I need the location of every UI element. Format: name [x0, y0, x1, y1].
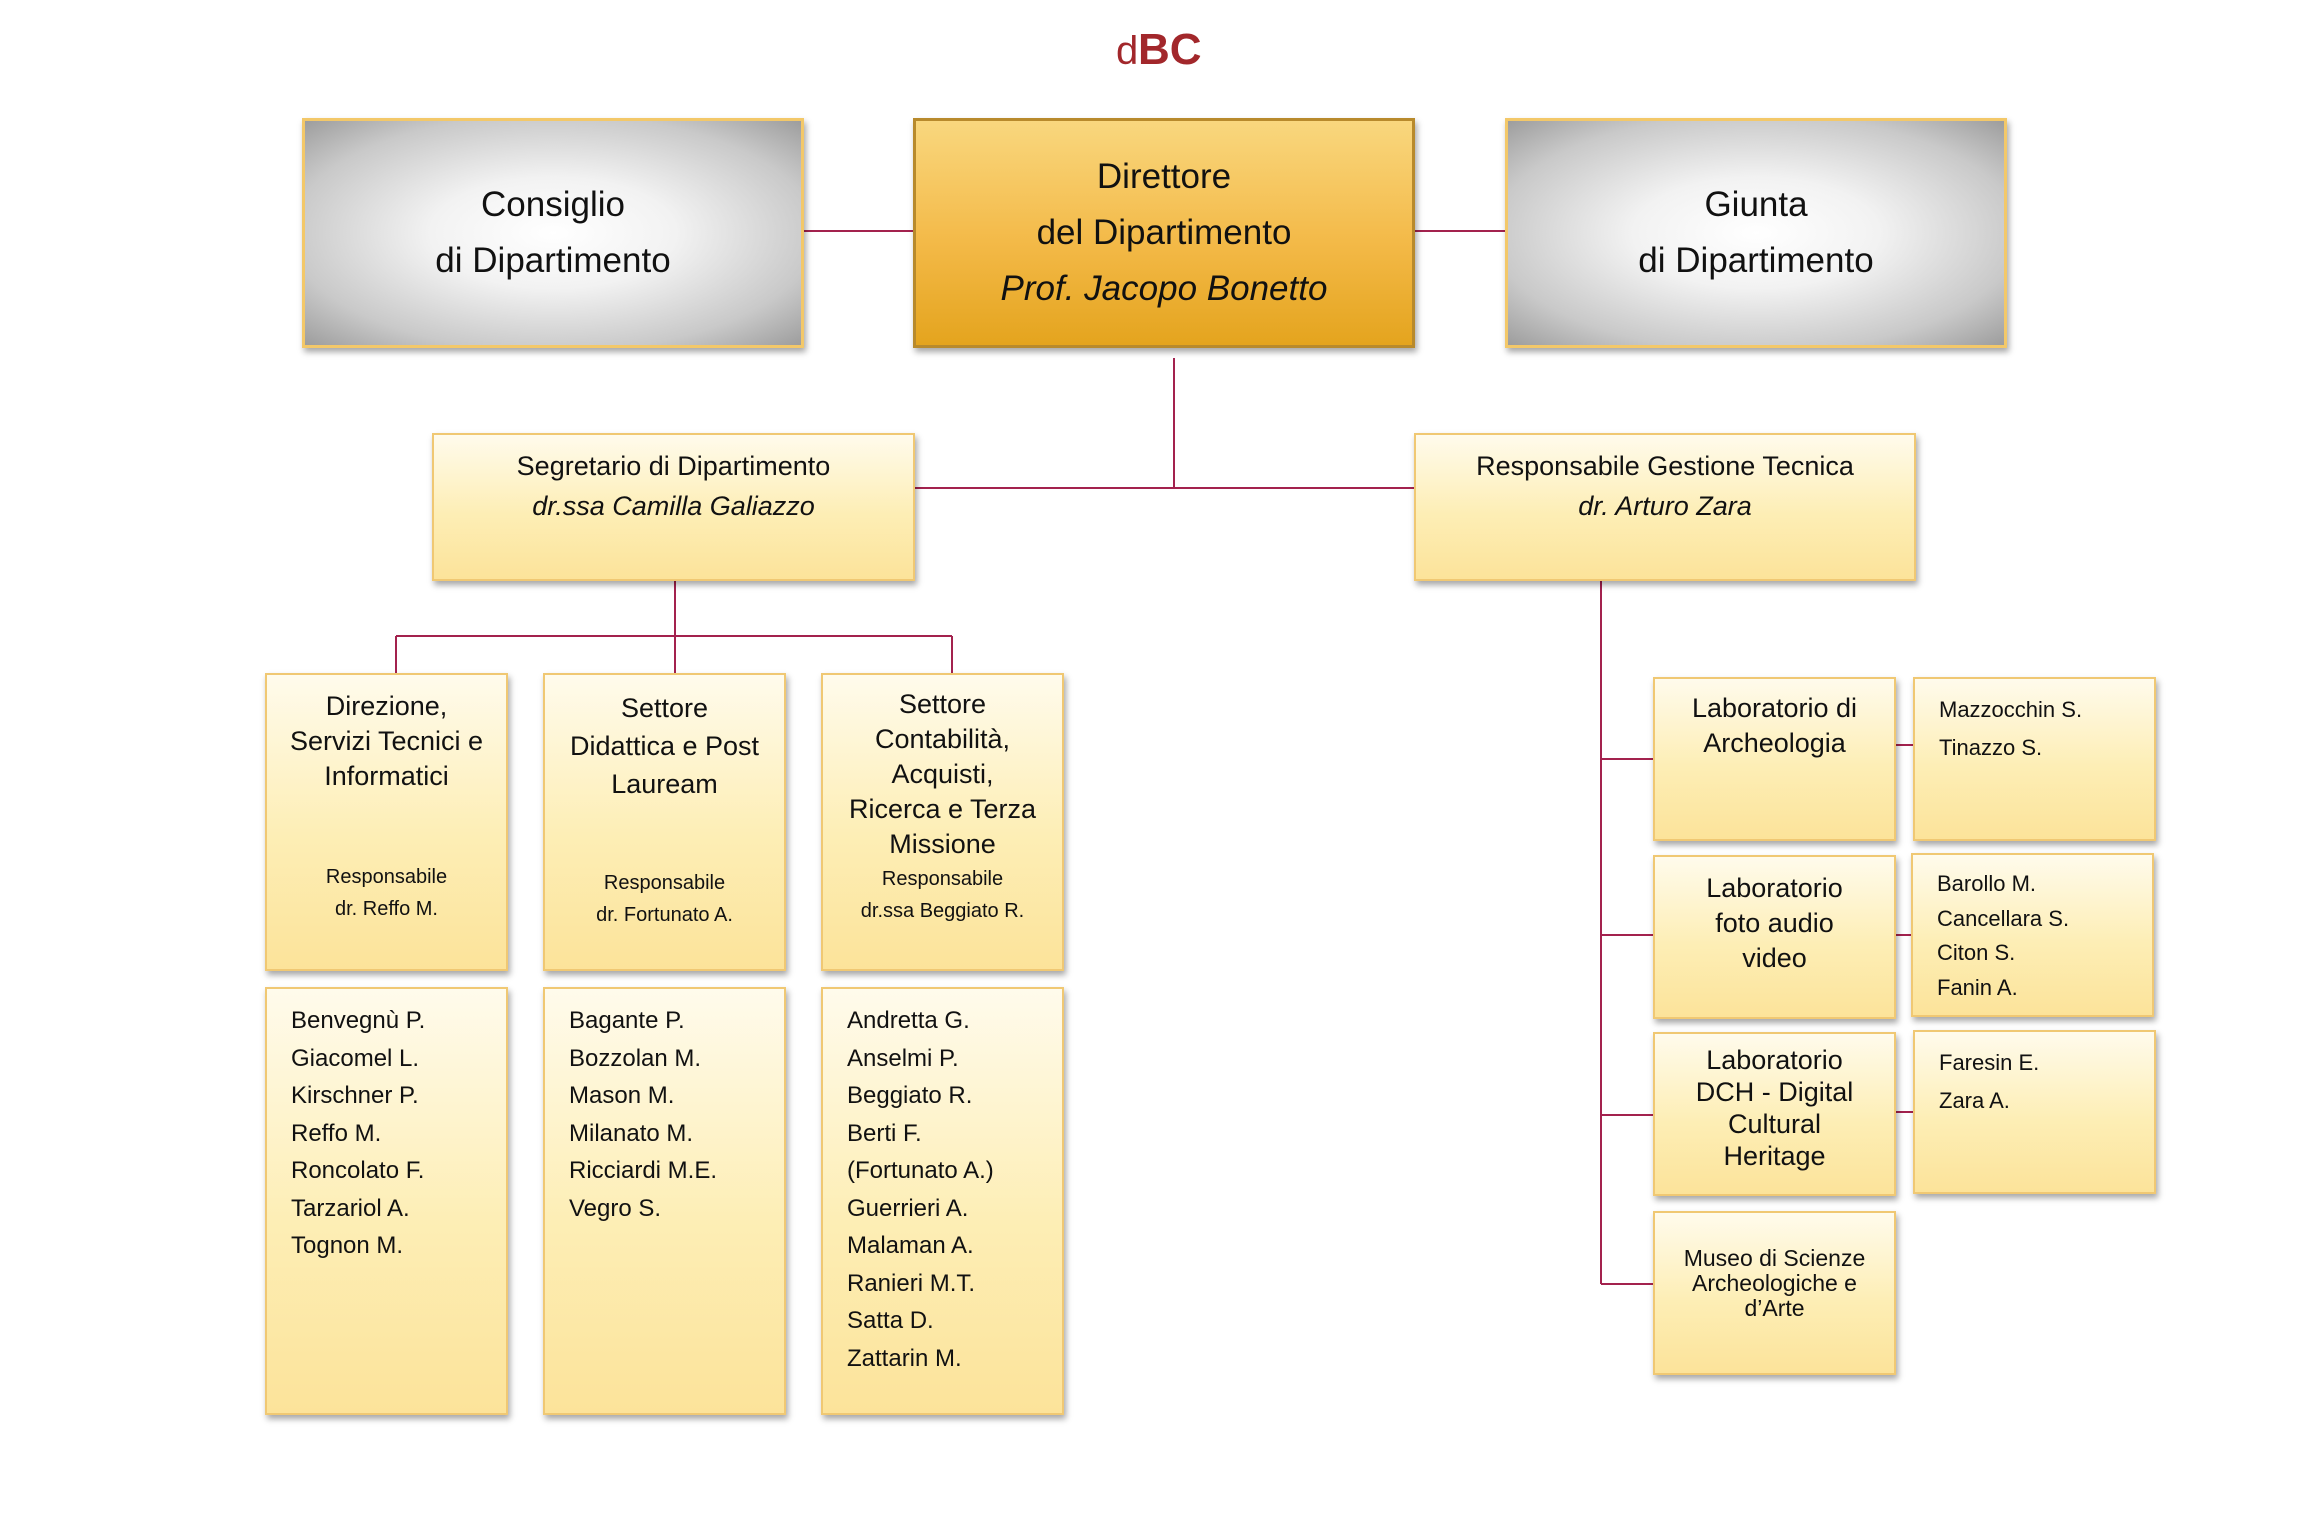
- staff-name: Giacomel L.: [291, 1044, 420, 1072]
- staff-name: Bagante P.: [569, 1007, 685, 1034]
- staff-name: Guerrieri A.: [847, 1194, 969, 1222]
- segretario-box: Segretario di Dipartimento dr.ssa Camill…: [432, 433, 915, 581]
- staff-name: Citon S.: [1937, 940, 2016, 965]
- staff-name: Beggiato R.: [847, 1082, 973, 1109]
- segretario-name: dr.ssa Camilla Galiazzo: [532, 491, 815, 521]
- sector1-staff-box: Benvegnù P. Giacomel L. Kirschner P. Ref…: [265, 987, 508, 1415]
- sector3-title-5: Missione: [889, 829, 996, 859]
- lab3-title-2: DCH - Digital: [1695, 1077, 1854, 1107]
- staff-name: Faresin E.: [1939, 1050, 2040, 1075]
- lab1-title-1: Laboratorio di: [1691, 693, 1858, 723]
- sector3-staff-box: Andretta G. Anselmi P. Beggiato R. Berti…: [821, 987, 1064, 1415]
- sector3-title-4: Ricerca e Terza: [848, 794, 1037, 824]
- lab-box-dch: Laboratorio DCH - Digital Cultural Herit…: [1653, 1032, 1896, 1196]
- staff-name: Zattarin M.: [847, 1344, 962, 1372]
- staff-name: Andretta G.: [847, 1007, 970, 1034]
- museo-box: Museo di Scienze Archeologiche e d’Arte: [1653, 1211, 1896, 1375]
- logo-d: d: [1116, 29, 1138, 73]
- sector2-title-2: Didattica e Post: [569, 731, 760, 761]
- lab-box-foto-audio-video: Laboratorio foto audio video: [1653, 855, 1896, 1019]
- segretario-title: Segretario di Dipartimento: [516, 451, 831, 481]
- lab3-staff-box: Faresin E. Zara A.: [1913, 1030, 2156, 1194]
- consiglio-line-1: Consiglio: [481, 185, 625, 224]
- staff-name: Zara A.: [1939, 1088, 2010, 1113]
- staff-name: Ricciardi M.E.: [569, 1157, 718, 1184]
- staff-name: Tarzariol A.: [291, 1194, 410, 1222]
- sector2-resp-label: Responsabile: [603, 872, 726, 894]
- lab2-title-3: video: [1742, 943, 1807, 973]
- direttore-name: Prof. Jacopo Bonetto: [1000, 269, 1328, 308]
- sector1-title-3: Informatici: [324, 761, 449, 791]
- sector-box-didattica: Settore Didattica e Post Lauream Respons…: [543, 673, 786, 971]
- consiglio-box: Consiglio di Dipartimento: [302, 118, 804, 348]
- staff-name: Fanin A.: [1937, 974, 2018, 1000]
- lab3-title-4: Heritage: [1723, 1141, 1826, 1171]
- lab-box-archeologia: Laboratorio di Archeologia: [1653, 677, 1896, 841]
- staff-name: Tognon M.: [291, 1232, 404, 1259]
- staff-name: Benvegnù P.: [291, 1007, 426, 1034]
- staff-name: Bozzolan M.: [569, 1044, 702, 1072]
- sector-box-direzione: Direzione, Servizi Tecnici e Informatici…: [265, 673, 508, 971]
- sector3-resp-name: dr.ssa Beggiato R.: [860, 900, 1025, 922]
- sector-box-contabilita: Settore Contabilità, Acquisti, Ricerca e…: [821, 673, 1064, 971]
- museo-title-2: Archeologiche e: [1692, 1270, 1857, 1296]
- sector2-title-3: Lauream: [611, 769, 718, 799]
- lab2-staff-box: Barollo M. Cancellara S. Citon S. Fanin …: [1911, 853, 2154, 1017]
- museo-title-3: d’Arte: [1744, 1295, 1805, 1321]
- sector2-staff-box: Bagante P. Bozzolan M. Mason M. Milanato…: [543, 987, 786, 1415]
- staff-name: Ranieri M.T.: [847, 1269, 976, 1297]
- staff-name: Vegro S.: [569, 1194, 662, 1222]
- staff-name: Roncolato F.: [291, 1157, 425, 1184]
- direttore-box: Direttore del Dipartimento Prof. Jacopo …: [913, 118, 1415, 348]
- giunta-box: Giunta di Dipartimento: [1505, 118, 2007, 348]
- consiglio-line-2: di Dipartimento: [435, 241, 671, 280]
- staff-name: Malaman A.: [847, 1232, 974, 1259]
- staff-name: Reffo M.: [291, 1119, 382, 1147]
- sector3-title-2: Contabilità,: [874, 724, 1011, 754]
- sector1-title-1: Direzione,: [325, 691, 448, 721]
- logo-bc: BC: [1138, 25, 1202, 74]
- lab1-staff-box: Mazzocchin S. Tinazzo S.: [1913, 677, 2156, 841]
- museo-title-1: Museo di Scienze: [1683, 1245, 1866, 1271]
- sector2-resp-name: dr. Fortunato A.: [596, 904, 733, 926]
- staff-name: Mazzocchin S.: [1939, 697, 2083, 722]
- staff-name: Tinazzo S.: [1939, 735, 2043, 760]
- sector1-resp-name: dr. Reffo M.: [334, 898, 438, 920]
- lab2-title-2: foto audio: [1715, 908, 1834, 938]
- sector3-title-1: Settore: [898, 689, 987, 719]
- staff-name: Anselmi P.: [847, 1044, 959, 1072]
- staff-name: Milanato M.: [569, 1119, 694, 1147]
- tecnico-name: dr. Arturo Zara: [1578, 491, 1752, 521]
- staff-name: Satta D.: [847, 1307, 934, 1334]
- lab3-title-3: Cultural: [1727, 1109, 1822, 1139]
- sector1-title-2: Servizi Tecnici e: [289, 726, 484, 756]
- sector1-resp-label: Responsabile: [325, 866, 448, 888]
- lab2-title-1: Laboratorio: [1706, 873, 1843, 903]
- giunta-line-1: Giunta: [1704, 185, 1808, 224]
- sector2-title-1: Settore: [620, 693, 709, 723]
- lab1-title-2: Archeologia: [1703, 728, 1846, 758]
- dbc-logo-mark: d BC: [1116, 25, 1202, 74]
- sector3-title-3: Acquisti,: [891, 759, 994, 789]
- tecnico-title: Responsabile Gestione Tecnica: [1476, 451, 1854, 481]
- sector3-resp-label: Responsabile: [881, 868, 1004, 890]
- direttore-line-2: del Dipartimento: [1036, 213, 1292, 252]
- staff-name: Kirschner P.: [291, 1082, 419, 1109]
- staff-name: Berti F.: [847, 1119, 922, 1147]
- staff-name: Cancellara S.: [1937, 905, 2070, 931]
- staff-name: (Fortunato A.): [847, 1157, 994, 1184]
- staff-name: Barollo M.: [1937, 871, 2037, 896]
- giunta-line-2: di Dipartimento: [1638, 241, 1874, 280]
- lab3-title-1: Laboratorio: [1706, 1045, 1843, 1075]
- staff-name: Mason M.: [569, 1082, 675, 1109]
- direttore-line-1: Direttore: [1096, 157, 1232, 196]
- tecnico-box: Responsabile Gestione Tecnica dr. Arturo…: [1414, 433, 1916, 581]
- dbc-logo: d BC: [1100, 20, 1220, 76]
